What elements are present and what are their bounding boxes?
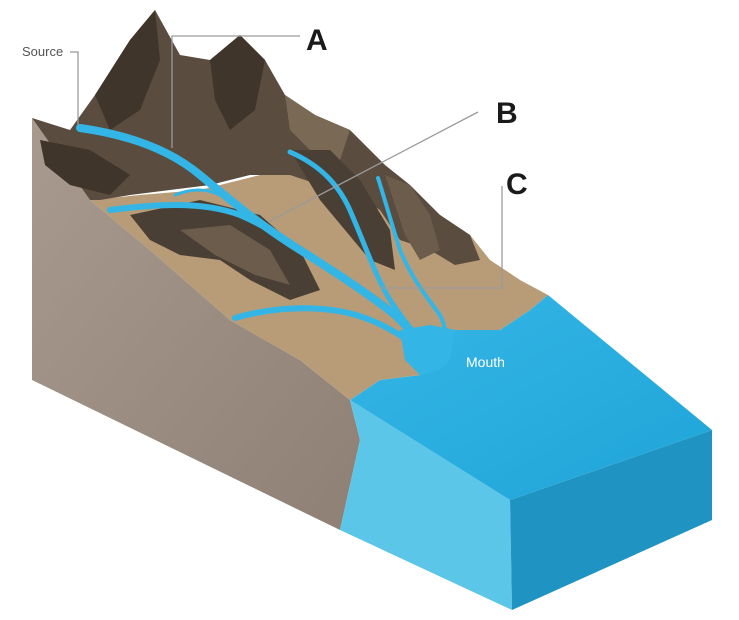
rock-shading-1 bbox=[95, 10, 160, 130]
sea-side-face bbox=[510, 430, 712, 610]
label-b: B bbox=[496, 97, 518, 130]
rock-ridge-right bbox=[385, 175, 440, 260]
rock-shading-4 bbox=[40, 140, 130, 195]
leader-lines bbox=[70, 35, 503, 289]
c-bracket-line bbox=[380, 186, 503, 289]
label-c: C bbox=[506, 168, 528, 201]
sea-front-face bbox=[340, 400, 512, 610]
tributary-lower bbox=[232, 305, 418, 348]
a-bracket-line bbox=[171, 35, 300, 148]
tributary-small bbox=[173, 188, 242, 212]
rock-ridge-middle bbox=[290, 150, 395, 270]
rock-shading-3 bbox=[285, 95, 350, 160]
tributary-upper-left bbox=[107, 202, 303, 253]
river-mouth-estuary bbox=[400, 325, 455, 375]
rock-ridge-lower-light bbox=[180, 225, 290, 285]
rock-shading-2 bbox=[210, 35, 265, 130]
source-label: Source bbox=[22, 44, 63, 59]
b-leader-line bbox=[267, 111, 479, 223]
source-leader-line bbox=[70, 51, 79, 125]
land-cliff-face bbox=[32, 118, 360, 530]
label-a: A bbox=[306, 24, 328, 57]
mouth-label: Mouth bbox=[466, 354, 505, 370]
sea-top-surface bbox=[350, 295, 712, 500]
tributary-b bbox=[287, 149, 423, 343]
